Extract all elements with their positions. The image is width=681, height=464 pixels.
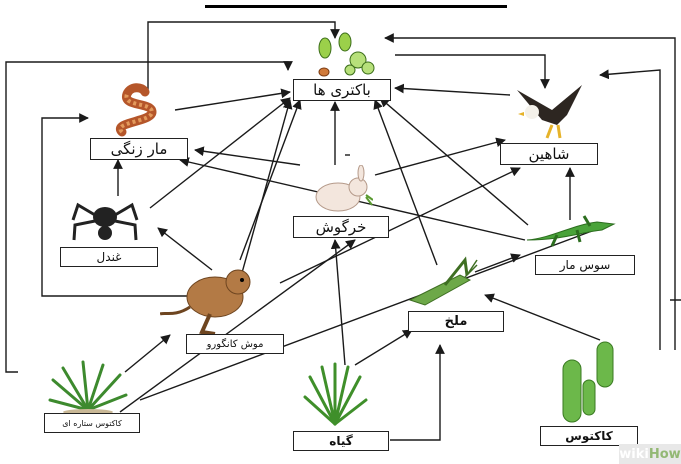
bacteria-icon xyxy=(310,30,380,80)
rabbit-icon xyxy=(308,165,373,215)
kangaroo-rat-icon xyxy=(160,262,270,337)
lizard-icon xyxy=(522,210,617,250)
label-grasshopper: ملخ xyxy=(408,311,504,332)
rattlesnake-icon xyxy=(112,82,172,137)
grasshopper-icon xyxy=(405,255,480,310)
arrow-grass-rabbit xyxy=(335,240,345,365)
label-rattlesnake: مار زنگی xyxy=(90,138,188,160)
arrow-rabbit-hawk xyxy=(375,140,505,175)
label-kangaroo-rat: موش کانگورو xyxy=(186,334,284,354)
arrow-grass-grasshopper xyxy=(355,330,412,365)
arrow-rat-bacteria-2 xyxy=(240,100,290,280)
watermark-wiki: wiki xyxy=(619,447,649,462)
label-grass: گیاه xyxy=(293,431,389,451)
arrow-rabbit-snake xyxy=(195,150,300,165)
hawk-icon xyxy=(512,80,587,140)
arrow-snake-bacteria xyxy=(175,92,290,110)
arrow-hawk-bacteria xyxy=(395,88,510,95)
cactus-icon xyxy=(555,340,620,425)
star-cactus-icon xyxy=(48,360,128,415)
arrow-grass-grasshopper-bottom xyxy=(390,345,440,440)
label-star-cactus: کاکتوس ستاره ای xyxy=(44,413,140,433)
label-hawk: شاهین xyxy=(500,143,598,165)
label-cactus: کاکتوس xyxy=(540,426,638,446)
label-bacteria: باکتری ها xyxy=(293,79,391,101)
arrow-rat-bacteria xyxy=(240,100,300,260)
arrow-grasshopper-lizard xyxy=(475,255,520,272)
arrow-starcactus-rat xyxy=(125,335,170,372)
label-rabbit: خرگوش xyxy=(293,216,389,238)
label-tarantula: غندل xyxy=(60,247,158,267)
label-lizard: سوس مار xyxy=(535,255,635,275)
watermark-how: How xyxy=(649,447,681,462)
tarantula-icon xyxy=(70,195,140,245)
grass-icon xyxy=(300,362,370,427)
arrow-grasshopper-bacteria xyxy=(375,100,437,265)
